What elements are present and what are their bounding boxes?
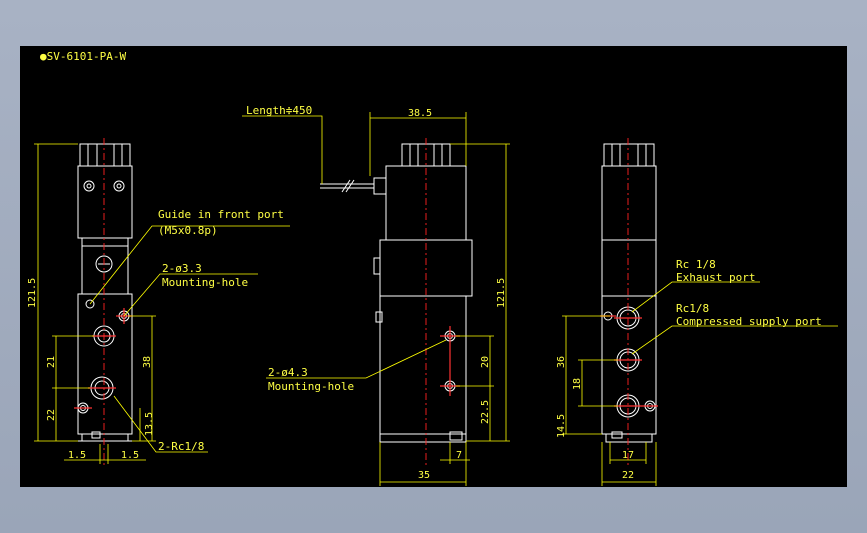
middle-length-leader [242, 115, 323, 184]
left-note-hole-name: Mounting-hole [162, 276, 248, 289]
middle-view: Length≑450 38.5 121.5 20 22.5 7 35 2-ø4.… [242, 104, 510, 486]
right-dim-36: 36 [556, 356, 567, 368]
right-coil [601, 165, 657, 241]
cad-drawing-canvas: ●SV-6101-PA-W [20, 46, 847, 487]
right-view: 36 18 14.5 17 22 Rc 1/8 Exhaust port Rc1… [556, 138, 838, 486]
left-dim-13-5: 13.5 [144, 412, 155, 436]
left-dim-21: 21 [46, 356, 57, 368]
left-manual-knob [95, 255, 113, 273]
left-coil-body [77, 165, 133, 239]
right-dim-22: 22 [622, 470, 634, 481]
middle-hole-leader [266, 339, 447, 379]
left-dim-38: 38 [142, 356, 153, 368]
left-guide-leader [89, 225, 290, 305]
middle-dim-22-5: 22.5 [480, 400, 491, 424]
left-mounting-hole-1 [85, 299, 95, 309]
left-screw-1 [83, 180, 95, 192]
middle-note-length: Length≑450 [246, 104, 312, 117]
right-dim-17: 17 [622, 450, 634, 461]
left-view: 121.5 21 22 38 13.5 1.5 1.5 Guide in fro… [27, 138, 290, 466]
left-dim-22: 22 [46, 409, 57, 421]
right-valve-body [601, 295, 657, 435]
middle-dim-height: 121.5 [496, 278, 507, 308]
left-note-hole-size: 2-ø3.3 [162, 262, 202, 275]
right-dim-14-5: 14.5 [556, 414, 567, 438]
left-dim-height: 121.5 [27, 278, 38, 308]
left-note-port: 2-Rc1/8 [158, 440, 204, 453]
middle-cable-gland [373, 177, 387, 195]
middle-note-hole-name: Mounting-hole [268, 380, 354, 393]
cad-drawing: ●SV-6101-PA-W [27, 50, 838, 486]
middle-dim-38-5: 38.5 [408, 108, 432, 119]
left-note-guide-1: Guide in front port [158, 208, 284, 221]
middle-dim-7: 7 [456, 450, 462, 461]
middle-dim-20: 20 [480, 356, 491, 368]
right-upper-body [601, 239, 657, 297]
right-exhaust-leader [631, 281, 760, 313]
left-screw-2 [113, 180, 125, 192]
right-note-supply-name: Compressed supply port [676, 315, 822, 328]
left-note-guide-2: (M5x0.8p) [158, 224, 218, 237]
left-dim-1-5-b: 1.5 [121, 450, 139, 461]
right-note-exhaust-size: Rc 1/8 [676, 258, 716, 271]
right-note-supply-size: Rc1/8 [676, 302, 709, 315]
left-hole-leader [123, 273, 258, 317]
right-dim-18: 18 [572, 378, 583, 390]
middle-note-hole-size: 2-ø4.3 [268, 366, 308, 379]
drawing-title: ●SV-6101-PA-W [40, 50, 126, 63]
left-port-leader [113, 395, 208, 453]
right-supply-leader [631, 325, 838, 355]
right-note-exhaust-name: Exhaust port [676, 271, 755, 284]
middle-dim-35: 35 [418, 470, 430, 481]
left-dim-1-5-a: 1.5 [68, 450, 86, 461]
